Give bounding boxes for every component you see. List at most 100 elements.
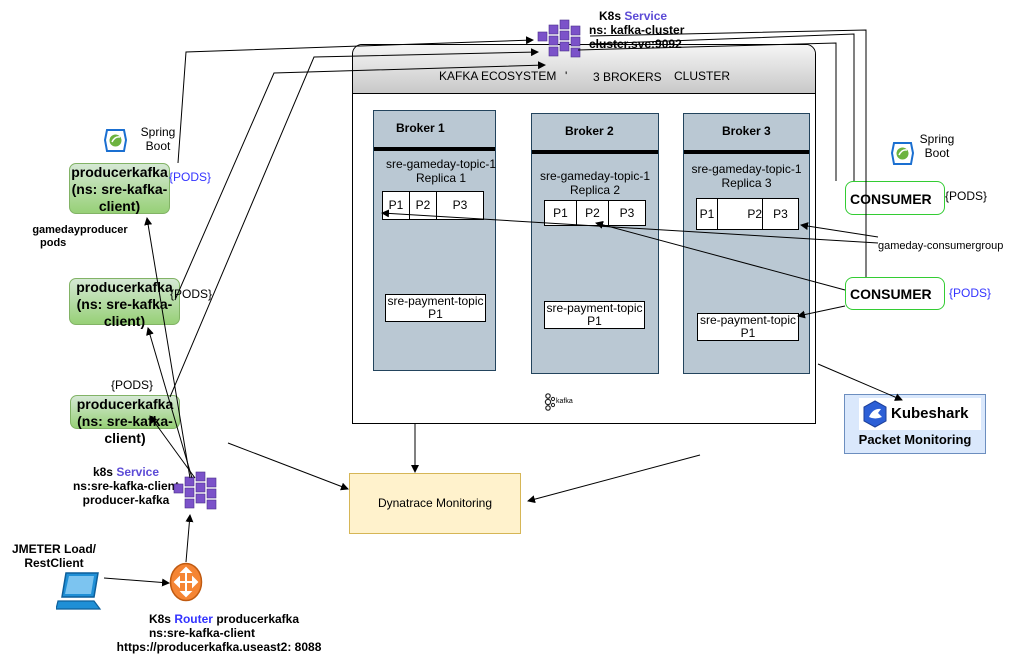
broker-1-partition-p2: P2 — [410, 192, 437, 219]
producer-pod-3-client: client) — [104, 430, 146, 446]
k8s-kafka-service-prefix: K8s — [599, 9, 622, 23]
broker-3-header: Broker 3 — [684, 114, 809, 154]
jmeter-line1: JMETER Load/ — [11, 542, 96, 556]
producer-pod-1-pods-label: {PODS} — [169, 170, 212, 184]
jmeter-laptop[interactable] — [55, 571, 102, 611]
consumer-pod-2-pods-label: {PODS} — [949, 286, 992, 300]
broker-2-partition-p2: P2 — [577, 201, 609, 225]
broker-2-payment-partition: P1 — [587, 314, 602, 328]
broker-3-partition-p2: P2 — [718, 199, 763, 229]
broker-2-name: Broker 2 — [565, 124, 614, 138]
router-label: K8s Router producerkafka ns:sre-kafka-cl… — [108, 612, 340, 654]
producer-pod-2-client: client) — [103, 313, 146, 329]
ecosystem-tick: ' — [565, 69, 568, 83]
broker-1-payment-topic: sre-payment-topic P1 — [385, 294, 486, 322]
producer-spring-boot — [103, 128, 128, 153]
producer-pod-2-name: producerkafka — [76, 279, 173, 295]
broker-3-partition-p3: P3 — [773, 207, 788, 221]
consumer-boot-text: Boot — [924, 146, 950, 160]
consumer-pod-1-pods-label: {PODS} — [945, 189, 988, 203]
dynatrace-monitoring-box[interactable]: Dynatrace Monitoring — [349, 473, 521, 534]
k8s-kafka-service-label: K8s Service ns: kafka-cluster cluster.sv… — [589, 9, 684, 51]
router-url: https://producerkafka.useast2: 8088 — [116, 640, 322, 654]
broker-1-payment-partition: P1 — [428, 307, 443, 321]
spring-boot-icon — [890, 142, 915, 165]
broker-3-topic-name: sre-gameday-topic-1 — [691, 162, 802, 176]
consumer-group-label: gameday-consumergroup — [878, 240, 1004, 252]
ecosystem-header: KAFKA ECOSYSTEM ' 3 BROKERS CLUSTER — [353, 45, 815, 94]
k8s-kafka-service-word: Service — [624, 9, 668, 23]
consumer-spring-boot-label: Spring Boot — [915, 132, 959, 160]
k8s-client-service-ns: ns:sre-kafka-client — [72, 479, 180, 493]
broker-3: Broker 3 sre-gameday-topic-1 Replica 3 P… — [683, 113, 810, 374]
k8s-client-service-prefix: k8s — [92, 465, 113, 479]
kafka-logo-icon — [544, 393, 556, 411]
producer-spring-text: Spring — [140, 125, 176, 139]
ecosystem-brokers-label: 3 BROKERS — [593, 70, 662, 84]
router-prefix: K8s — [148, 612, 171, 626]
broker-1-topic-name: sre-gameday-topic-1 — [385, 157, 497, 171]
consumer-pod-1[interactable]: CONSUMER — [845, 181, 945, 215]
broker-1-partitions: P1 P2 P3 — [382, 191, 484, 220]
producer-pod-3-pods-label: {PODS} — [111, 378, 154, 392]
producer-pod-2[interactable]: producerkafka (ns: sre-kafka- client) — [69, 278, 180, 329]
router-name: producerkafka — [216, 612, 300, 626]
ecosystem-title: KAFKA ECOSYSTEM — [439, 69, 557, 83]
broker-2-topic: sre-gameday-topic-1 Replica 2 — [532, 169, 658, 197]
producer-pod-1-name: producerkafka — [71, 164, 168, 180]
broker-1-header: Broker 1 — [374, 111, 495, 151]
broker-1-partition-p3: P3 — [452, 198, 468, 212]
broker-2-partitions: P1 P2 P3 — [544, 200, 646, 226]
consumer-pod-2[interactable]: CONSUMER — [845, 277, 945, 310]
k8s-kafka-service-ns: ns: kafka-cluster — [589, 23, 685, 37]
producer-pod-3[interactable]: producerkafka (ns: sre-kafka- client) — [70, 395, 180, 446]
consumer-pod-1-label: CONSUMER — [850, 191, 932, 207]
kubeshark-logo-icon — [863, 400, 887, 428]
broker-1-name: Broker 1 — [396, 121, 445, 135]
kafka-logo: kafka — [543, 393, 593, 411]
router-icon — [169, 562, 203, 602]
broker-3-name: Broker 3 — [722, 124, 771, 138]
producer-pod-2-ns: (ns: sre-kafka- — [76, 296, 173, 312]
broker-2: Broker 2 sre-gameday-topic-1 Replica 2 P… — [531, 113, 659, 374]
k8s-service-icon — [537, 19, 581, 58]
broker-3-partitions: P1 P2 P3 — [696, 198, 799, 230]
producer-boot-text: Boot — [145, 139, 171, 153]
broker-3-payment-topic: sre-payment-topic P1 — [697, 313, 799, 341]
router-ns: ns:sre-kafka-client — [148, 626, 256, 640]
broker-1-partition-p1: P1 — [383, 192, 410, 219]
broker-3-partition-p1: P1 — [697, 199, 718, 229]
broker-2-header: Broker 2 — [532, 114, 658, 154]
k8s-client-service-icon-wrap — [168, 470, 226, 514]
jmeter-label: JMETER Load/ RestClient — [4, 542, 104, 570]
broker-2-topic-name: sre-gameday-topic-1 — [539, 169, 651, 183]
broker-1-topic: sre-gameday-topic-1 Replica 1 — [380, 157, 502, 185]
broker-3-payment-partition: P1 — [740, 326, 756, 340]
producer-pod-1-ns: (ns: sre-kafka- — [71, 181, 168, 197]
broker-1-payment-topic-name: sre-payment-topic — [387, 294, 484, 308]
consumer-spring-boot — [890, 141, 915, 166]
producer-pod-3-ns: (ns: sre-kafka- — [77, 413, 173, 429]
kubeshark-subtitle: Packet Monitoring — [858, 432, 972, 447]
broker-3-topic-replica: Replica 3 — [721, 176, 772, 190]
jmeter-line2: RestClient — [24, 556, 84, 570]
consumer-spring-text: Spring — [919, 132, 955, 146]
dynatrace-label: Dynatrace Monitoring — [377, 496, 493, 510]
producer-pod-2-pods-label: {PODS} — [170, 287, 213, 301]
broker-2-partition-p3: P3 — [619, 206, 635, 220]
producer-pod-1-client: client) — [98, 198, 141, 214]
producer-group-label: gamedayproducer pods — [30, 224, 130, 250]
producer-group-pods: pods — [40, 237, 67, 249]
k8s-client-service-name: producer-kafka — [82, 493, 170, 507]
k8s-client-service-label: k8s Service ns:sre-kafka-client producer… — [70, 465, 182, 507]
ecosystem-cluster-label: CLUSTER — [674, 69, 731, 83]
laptop-icon — [55, 572, 102, 610]
k8s-kafka-service-icon-wrap — [532, 18, 590, 62]
k8s-client-service-word: Service — [116, 465, 160, 479]
kubeshark-box[interactable]: Kubeshark Packet Monitoring — [844, 394, 986, 454]
producer-pod-1[interactable]: producerkafka (ns: sre-kafka- client) — [69, 163, 170, 214]
k8s-router[interactable] — [169, 562, 203, 602]
consumer-pod-2-label: CONSUMER — [850, 286, 932, 302]
producer-spring-boot-label: Spring Boot — [136, 125, 180, 153]
